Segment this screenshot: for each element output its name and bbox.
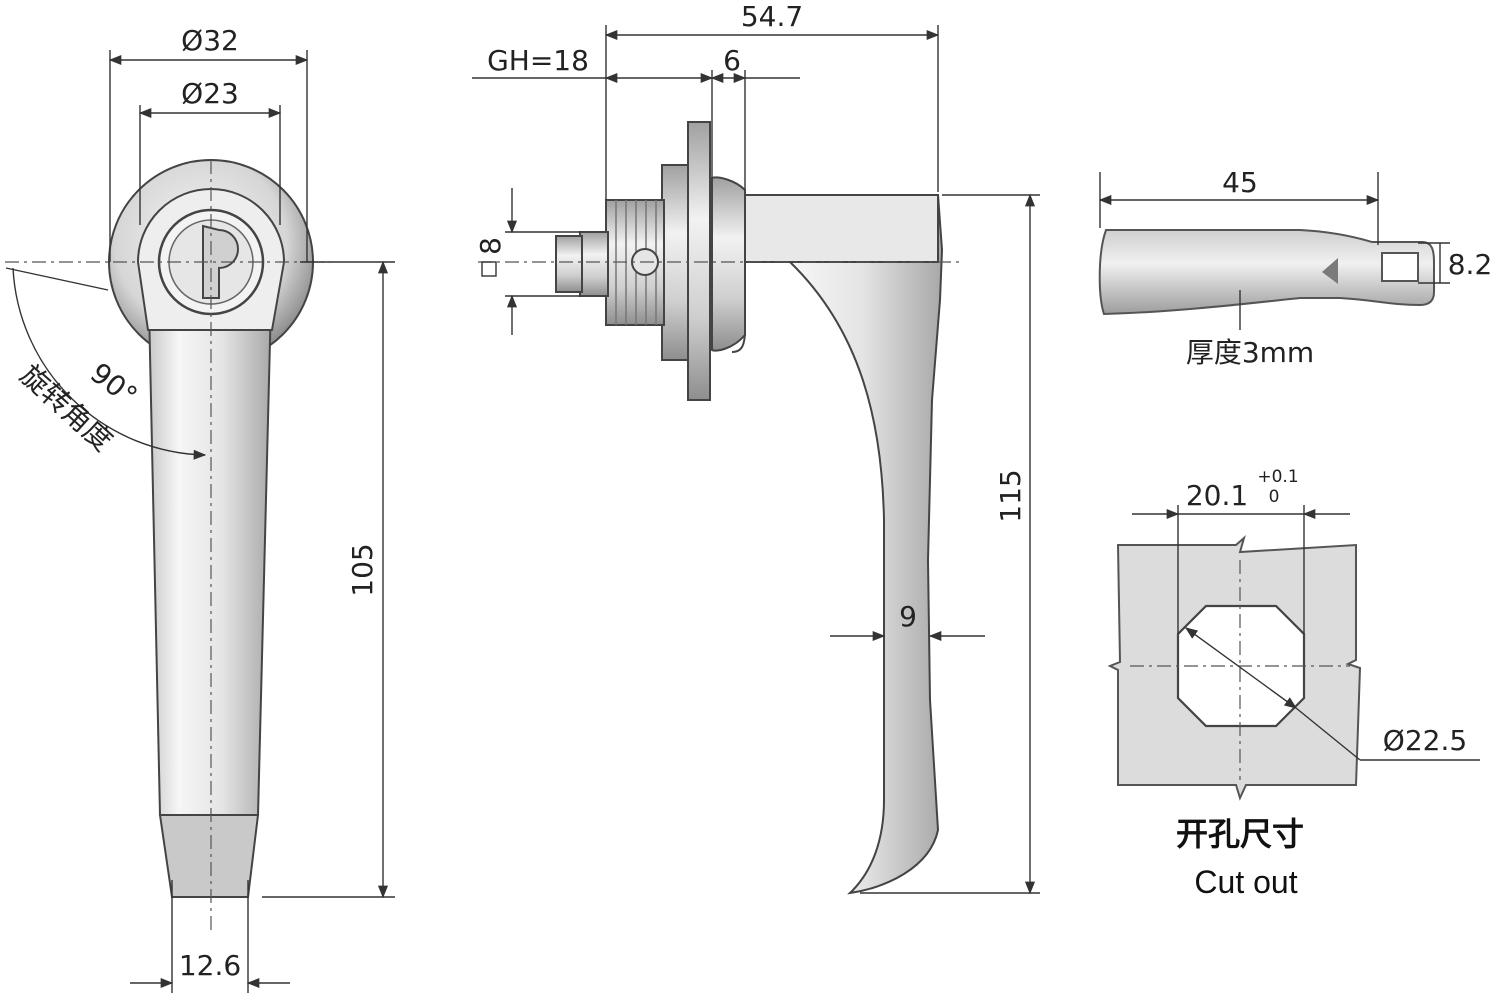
- side-handle-thickness: 9: [899, 600, 917, 633]
- rotation-angle-label: 90°: [84, 356, 143, 413]
- side-shaft: [579, 231, 609, 297]
- front-dia-inner: Ø23: [181, 77, 239, 110]
- cutout-width: 20.1: [1186, 479, 1248, 512]
- side-handle-bell: [711, 176, 746, 352]
- cam-square-hole: [1381, 252, 1419, 282]
- side-flange: [687, 121, 711, 401]
- cam-plate: [1098, 229, 1435, 316]
- side-screw: [555, 235, 583, 293]
- cutout-tol-upper: +0.1: [1257, 467, 1298, 487]
- front-dia-outer: Ø32: [181, 24, 239, 57]
- side-height: 115: [994, 469, 1027, 522]
- cutout-view: 20.1 +0.1 0 Ø22.5 开孔尺寸 Cut out: [1107, 467, 1480, 900]
- cutout-title-cn: 开孔尺寸: [1176, 815, 1304, 853]
- cutout-tol-lower: 0: [1269, 487, 1280, 507]
- front-bottom-width: 12.6: [179, 949, 241, 982]
- front-view: Ø32 Ø23 90° 旋转角度 105 12.6: [5, 24, 395, 993]
- cam-length: 45: [1222, 166, 1258, 199]
- side-overall-length: 54.7: [741, 0, 803, 33]
- cutout-title-en: Cut out: [1194, 864, 1297, 900]
- side-handle: [744, 194, 944, 895]
- front-height: 105: [346, 543, 379, 596]
- front-handle-body: [146, 261, 274, 816]
- keyhole: [202, 224, 239, 299]
- cam-view: 45 8.2 厚度3mm: [1098, 166, 1493, 369]
- cam-thickness: 厚度3mm: [1186, 336, 1314, 369]
- side-view: 54.7 GH=18 6 8 115 9: [472, 0, 1040, 895]
- side-square-drive: 8: [474, 237, 507, 255]
- side-flange-dim: 6: [723, 44, 741, 77]
- cutout-diameter: Ø22.5: [1383, 724, 1467, 757]
- side-grip: GH=18: [487, 44, 589, 77]
- front-handle-tip: [158, 814, 260, 898]
- cam-square-hole-size: 8.2: [1448, 248, 1493, 281]
